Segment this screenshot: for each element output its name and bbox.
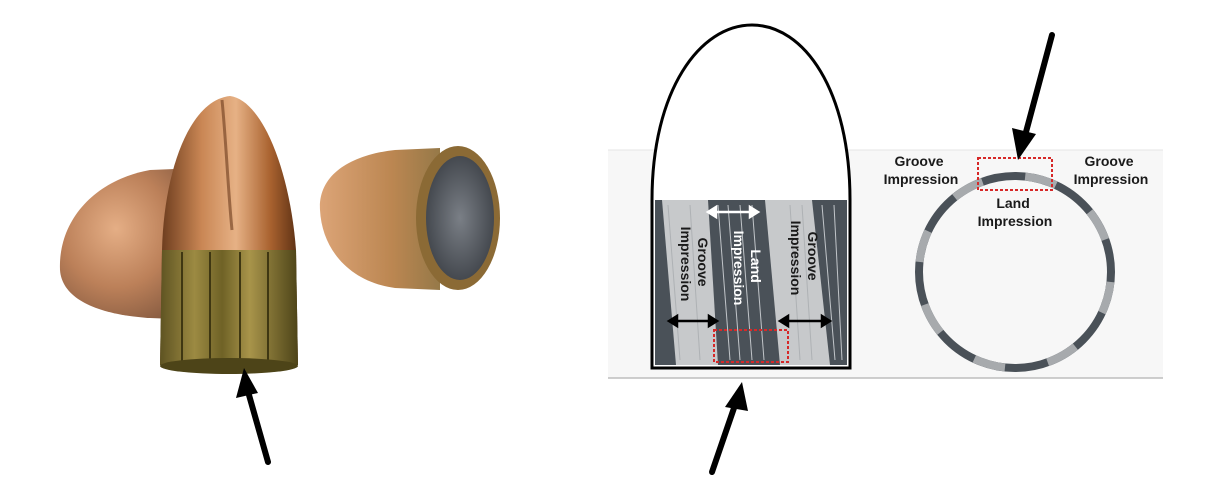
center-bullet bbox=[160, 96, 298, 374]
groove-label-top-left: Groove Impression bbox=[884, 153, 959, 187]
groove-width-arrow-right bbox=[777, 313, 833, 329]
highlight-box-ring bbox=[977, 157, 1053, 191]
black-arrow-icon bbox=[709, 382, 748, 475]
right-bullet bbox=[319, 146, 500, 290]
striation-band bbox=[655, 200, 847, 365]
groove-width-arrow-left bbox=[666, 313, 720, 329]
cross-section-ring bbox=[915, 172, 1115, 372]
rifling-diagram: Groove Impression Land Impression Groove… bbox=[608, 23, 1163, 475]
bullets-photo bbox=[59, 96, 500, 465]
highlight-box-bullet bbox=[713, 329, 789, 363]
groove-label-right: Groove Impression bbox=[788, 221, 821, 296]
land-width-arrow bbox=[705, 204, 761, 220]
black-arrow-icon bbox=[1012, 32, 1055, 160]
groove-label-top-right: Groove Impression bbox=[1074, 153, 1149, 187]
land-label-cross-section: Land Impression bbox=[978, 195, 1053, 229]
groove-label-left: Groove Impression bbox=[678, 227, 711, 302]
lead-core bbox=[426, 156, 494, 280]
black-arrow-icon bbox=[236, 368, 271, 465]
land-label-center: Land Impression bbox=[731, 231, 764, 306]
